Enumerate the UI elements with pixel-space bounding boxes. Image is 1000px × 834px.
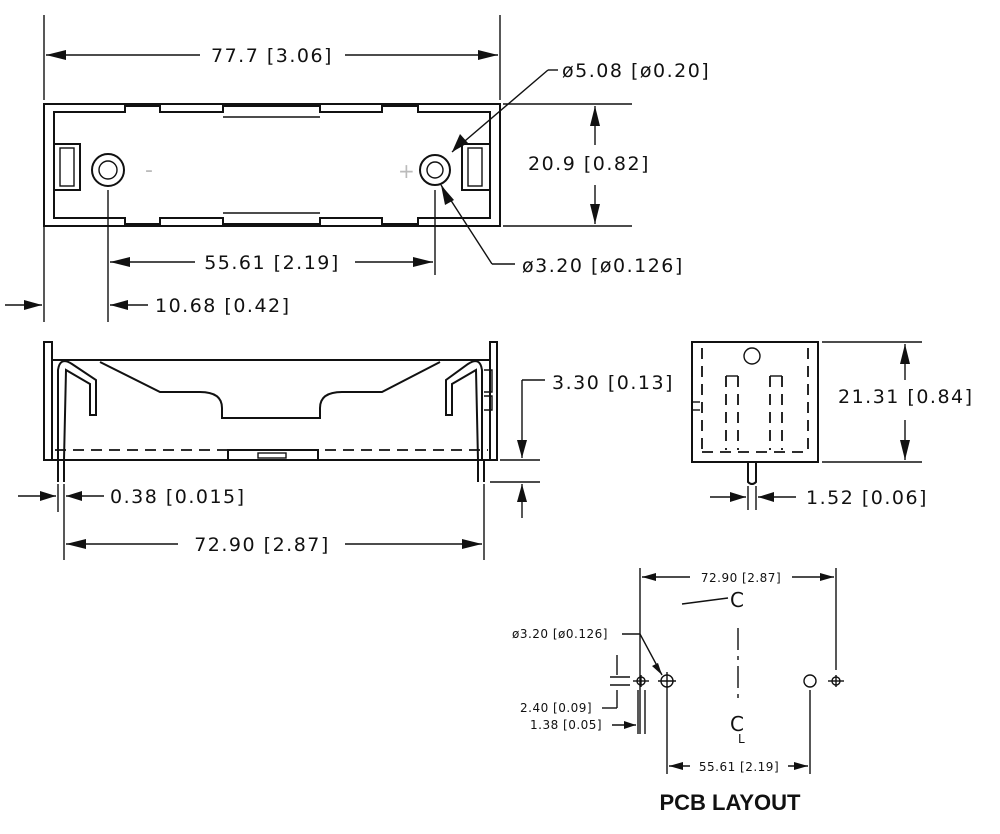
- centerline-mark-l: L: [738, 732, 745, 746]
- centerline-mark-bottom: C: [730, 712, 744, 736]
- pcb-layout: 72.90 [2.87] C C L ø3.20 [ø0.126] 2.40 […: [512, 568, 844, 815]
- holder-body-end: [691, 341, 819, 463]
- top-view: 77.7 [3.06] - + ø5.08 [ø0.20] 20.9 [: [5, 15, 710, 322]
- holder-body-top: [43, 103, 501, 227]
- pcb-pad-width-label: 2.40 [0.09]: [520, 701, 592, 715]
- pin-thickness-label: 0.38 [0.015]: [110, 486, 246, 508]
- pcb-hole-right: [803, 674, 817, 688]
- hole-offset-label: 10.68 [0.42]: [155, 295, 291, 317]
- centerline-mark-top: C: [730, 588, 744, 612]
- overall-length-label: 77.7 [3.06]: [211, 45, 333, 67]
- negative-mark: -: [145, 158, 153, 183]
- mount-hole-left: [91, 153, 125, 187]
- terminal-hole-diameter-label: ø5.08 [ø0.20]: [562, 60, 710, 82]
- pcb-hole-diameter-label: ø3.20 [ø0.126]: [512, 627, 608, 641]
- pcb-layout-title: PCB LAYOUT: [660, 790, 802, 815]
- standoff-height-label: 3.30 [0.13]: [552, 372, 674, 394]
- pin-width-label: 1.52 [0.06]: [806, 487, 928, 509]
- mount-hole-diameter-label: ø3.20 [ø0.126]: [522, 255, 684, 277]
- pcb-pad-offset-label: 1.38 [0.05]: [530, 718, 602, 732]
- pcb-pin-spacing-label: 72.90 [2.87]: [701, 571, 781, 585]
- hole-spacing-label: 55.61 [2.19]: [204, 252, 340, 274]
- mount-hole-right: [419, 154, 451, 186]
- positive-mark: +: [398, 159, 415, 183]
- end-height-label: 21.31 [0.84]: [838, 386, 974, 408]
- width-label: 20.9 [0.82]: [528, 153, 650, 175]
- side-view: 3.30 [0.13] 0.38 [0.015] 72.90 [2.87]: [18, 341, 674, 560]
- pcb-hole-spacing-label: 55.61 [2.19]: [699, 760, 779, 774]
- end-view: 21.31 [0.84] 1.52 [0.06]: [691, 341, 974, 510]
- pin-spacing-label: 72.90 [2.87]: [194, 534, 330, 556]
